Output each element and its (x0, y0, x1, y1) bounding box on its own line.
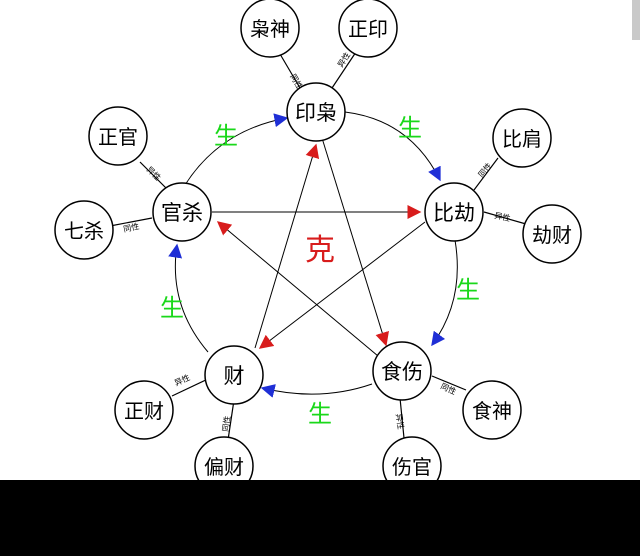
link-label: 同性 (220, 415, 232, 432)
sub-node-qisha: 七杀 (54, 200, 114, 260)
control-arrows (212, 137, 426, 357)
control-label: 克 (305, 233, 335, 268)
main-node-guansha: 官杀 (152, 182, 212, 242)
sub-node-label: 枭神 (250, 17, 290, 41)
sub-node-label: 正财 (124, 399, 164, 423)
scroll-edge (632, 0, 640, 40)
generate-label-top-right: 生 (398, 114, 422, 142)
link-label: 异性 (335, 50, 352, 69)
main-node-label: 财 (224, 364, 245, 388)
link-label: 同性 (476, 161, 494, 180)
arrow-bijie-to-cai (258, 221, 426, 349)
sub-node-label: 食神 (472, 399, 512, 423)
main-node-label: 食伤 (381, 360, 423, 384)
sub-connectors (109, 51, 527, 441)
sub-node-label: 偏财 (204, 455, 244, 479)
sub-node-label: 正官 (98, 125, 138, 149)
diagram-canvas: 同性 异性 同性 异性 同性 异性 异性 同性 异性 同性 印枭 比劫 食伤 财… (54, 0, 582, 496)
sub-node-shangguan: 伤官 (382, 436, 442, 496)
arrow-bijie-to-shishang (431, 239, 458, 347)
main-node-shishang: 食伤 (372, 341, 432, 401)
main-node-label: 比劫 (433, 201, 475, 225)
sub-node-label: 正印 (348, 17, 388, 41)
sub-node-label: 伤官 (392, 455, 432, 479)
main-node-label: 官杀 (161, 201, 203, 225)
generate-label-bottom: 生 (308, 400, 332, 428)
generate-label-left: 生 (160, 294, 184, 322)
arrow-cai-to-guansha (168, 243, 209, 353)
link-label: 同性 (122, 221, 140, 234)
arrow-cai-to-yinxiao (254, 143, 320, 349)
bottom-bar (0, 480, 640, 556)
sub-node-label: 七杀 (64, 219, 104, 243)
sub-node-piancai: 偏财 (194, 436, 254, 496)
sub-node-bijian: 比肩 (492, 108, 552, 168)
generate-label-top-left: 生 (214, 122, 238, 150)
link-label: 异性 (173, 372, 192, 388)
arrow-shishang-to-cai (260, 383, 373, 398)
sub-node-label: 劫财 (532, 223, 572, 247)
sub-node-jiecai: 劫财 (522, 204, 582, 264)
sub-node-zhengcai: 正财 (114, 380, 174, 440)
main-node-label: 印枭 (295, 101, 337, 125)
arrow-guansha-to-yinxiao (184, 113, 289, 186)
generate-label-right: 生 (456, 276, 480, 304)
link-label: 异性 (494, 210, 512, 223)
arrow-yinxiao-to-shishang (321, 137, 389, 347)
link-label: 异性 (394, 413, 406, 430)
sub-node-xiaoshen: 枭神 (240, 0, 300, 58)
main-node-yinxiao: 印枭 (286, 82, 346, 142)
sub-node-label: 比肩 (502, 127, 542, 151)
arrow-shishang-to-guansha (216, 221, 379, 357)
arrow-yinxiao-to-bijie (344, 111, 441, 182)
sub-node-shishen: 食神 (462, 380, 522, 440)
generate-arrows (168, 111, 458, 398)
sub-node-zhengguan: 正官 (88, 106, 148, 166)
main-node-bijie: 比劫 (424, 182, 484, 242)
link-label: 异性 (145, 164, 163, 182)
sub-node-zhengyin: 正印 (338, 0, 398, 58)
main-node-cai: 财 (204, 345, 264, 405)
